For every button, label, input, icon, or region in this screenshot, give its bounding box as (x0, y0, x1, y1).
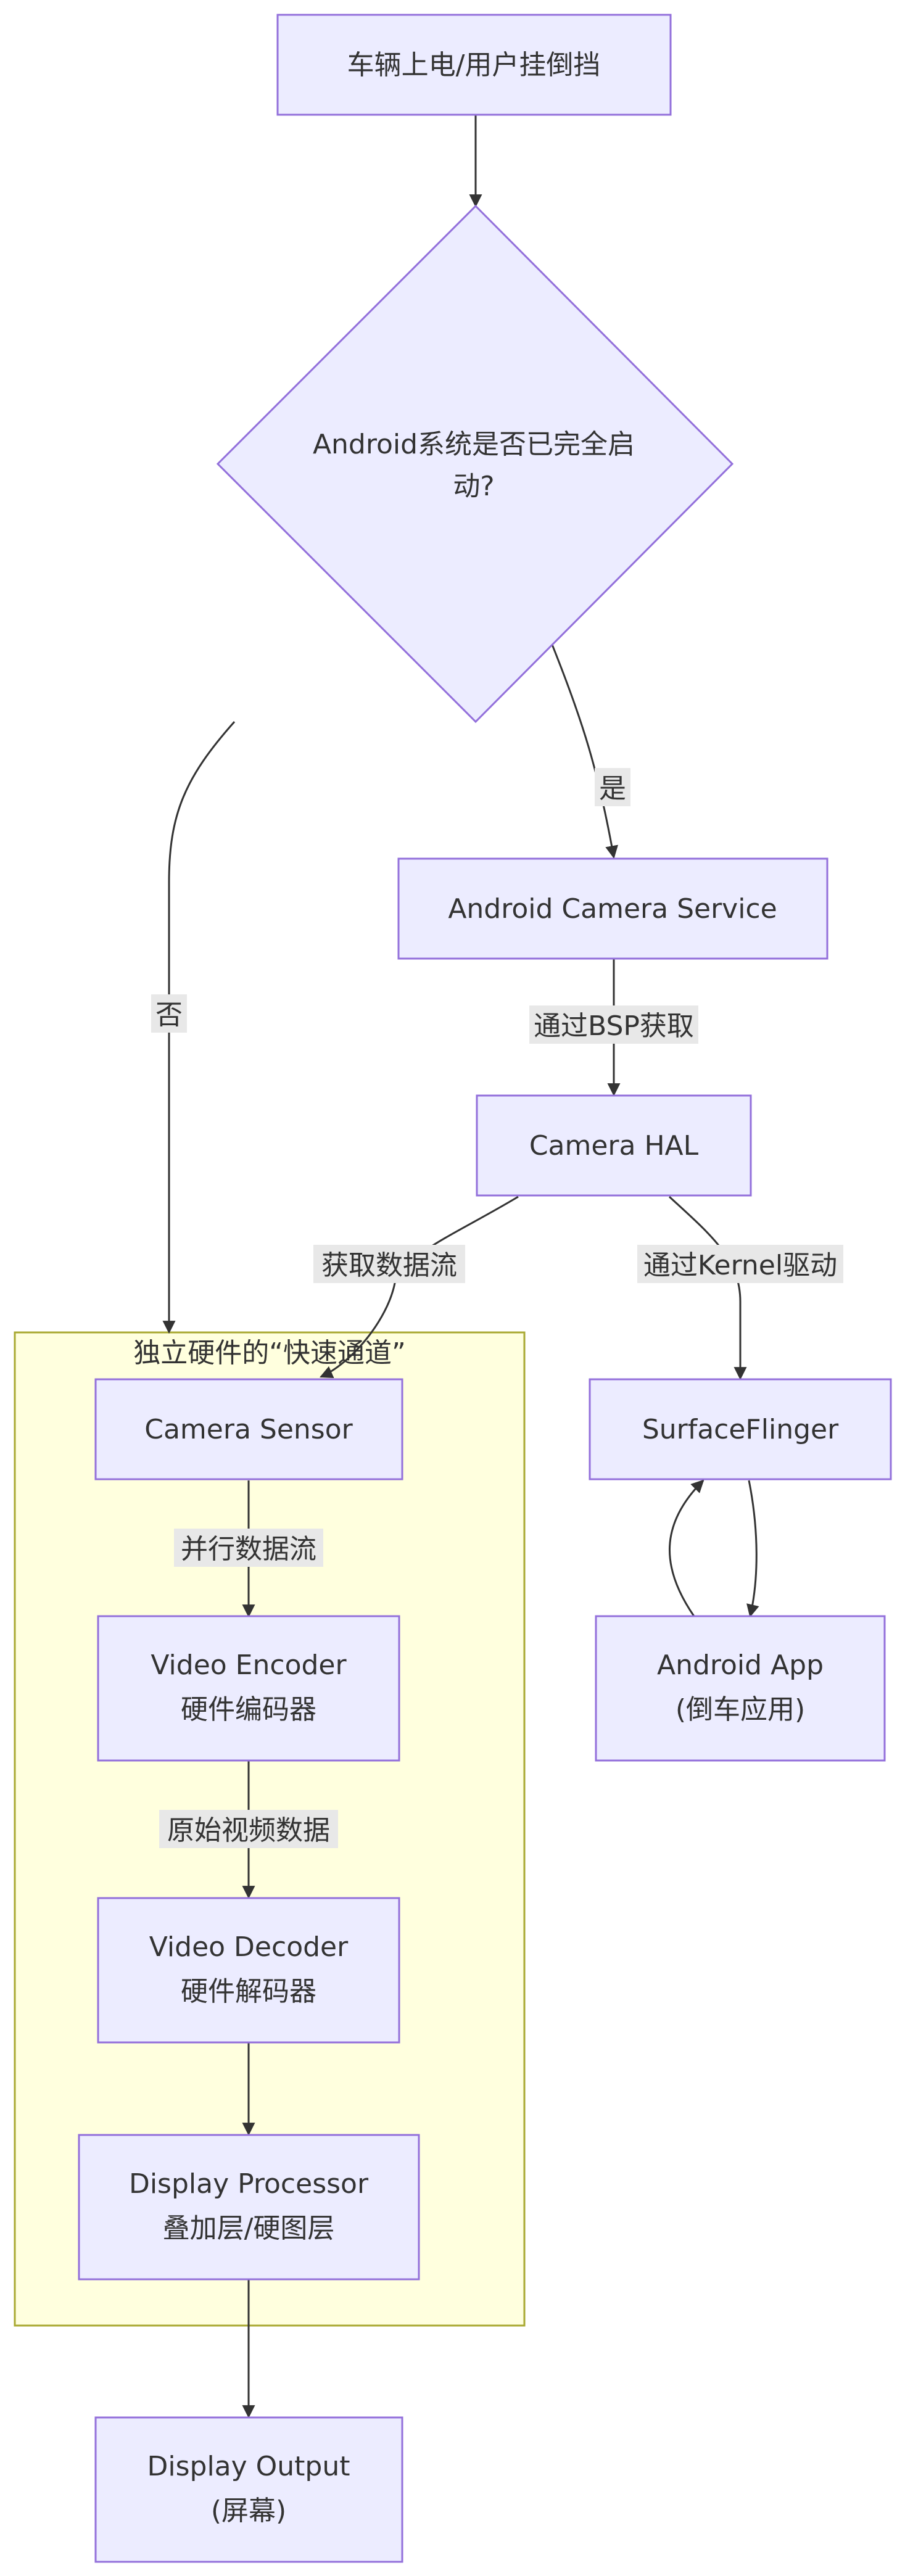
edge-label-via-bsp: 通过BSP获取 (534, 1010, 694, 1042)
node-video-encoder-line-1: Video Encoder (151, 1649, 347, 1681)
edge-label-raw-video: 原始视频数据 (167, 1815, 330, 1846)
node-video-decoder-line-2: 硬件解码器 (181, 1976, 316, 2007)
edge-app-to-surfaceflinger (668, 1479, 705, 1617)
cluster-title: 独立硬件的“快速通道” (133, 1337, 406, 1369)
svg-text:Android App(倒车应用): Android App (倒车应用) (657, 1649, 824, 1725)
node-display-processor-line-1: Display Processor (129, 2168, 369, 2200)
edge-label-parallel-stream: 并行数据流 (181, 1534, 316, 1565)
edge-labels: 是 否 通过BSP获取 获取数据流 通过Kernel驱动 并行数据流 原始视频数… (151, 768, 843, 1848)
node-camera-service-label: Android Camera Service (448, 893, 777, 925)
node-surfaceflinger: SurfaceFlinger (589, 1378, 892, 1480)
node-camera-hal-label: Camera HAL (529, 1130, 699, 1162)
node-decision-line-1: Android系统是否已完全启 (313, 429, 635, 460)
node-display-processor-line-2: 叠加层/硬图层 (163, 2213, 335, 2244)
node-decision-line-2: 动? (453, 471, 494, 502)
edge-label-yes: 是 (599, 773, 626, 804)
edge-label-via-kernel: 通过Kernel驱动 (643, 1250, 837, 1281)
node-surfaceflinger-label: SurfaceFlinger (642, 1414, 839, 1445)
edge-label-get-stream: 获取数据流 (321, 1250, 457, 1281)
node-display-processor: Display Processor 叠加层/硬图层 (78, 2134, 420, 2281)
edge-surfaceflinger-to-app (746, 1480, 759, 1618)
node-video-encoder: Video Encoder 硬件编码器 (97, 1615, 400, 1762)
node-start-label: 车辆上电/用户挂倒挡 (347, 49, 601, 81)
node-video-decoder-line-1: Video Decoder (149, 1931, 349, 1963)
node-camera-service: Android Camera Service (397, 857, 829, 960)
edge-hal-to-surfaceflinger (668, 1195, 747, 1381)
node-display-output-line-1: Display Output (147, 2451, 350, 2482)
node-camera-hal: Camera HAL (476, 1094, 752, 1197)
edge-decision-yes (551, 644, 619, 859)
node-android-app-line-2: (倒车应用) (676, 1694, 805, 1725)
node-display-output: Display Output (屏幕) (94, 2416, 403, 2563)
node-camera-sensor: Camera Sensor (94, 1378, 403, 1480)
node-start: 车辆上电/用户挂倒挡 (276, 14, 672, 116)
node-android-app: Android App (倒车应用) (595, 1615, 886, 1762)
node-camera-sensor-label: Camera Sensor (144, 1414, 353, 1445)
edge-label-no: 否 (155, 999, 183, 1031)
svg-text:Display Output(屏幕): Display Output (屏幕) (147, 2451, 350, 2527)
node-video-encoder-line-2: 硬件编码器 (181, 1694, 316, 1725)
edge-decision-no (162, 721, 236, 1334)
svg-text:Android系统是否已完全启动?: Android系统是否已完全启动? (313, 429, 635, 502)
node-android-app-line-1: Android App (657, 1649, 824, 1681)
node-video-decoder: Video Decoder 硬件解码器 (97, 1897, 400, 2044)
node-display-output-line-2: (屏幕) (211, 2495, 286, 2527)
node-decision: Android系统是否已完全启动? (216, 204, 734, 724)
